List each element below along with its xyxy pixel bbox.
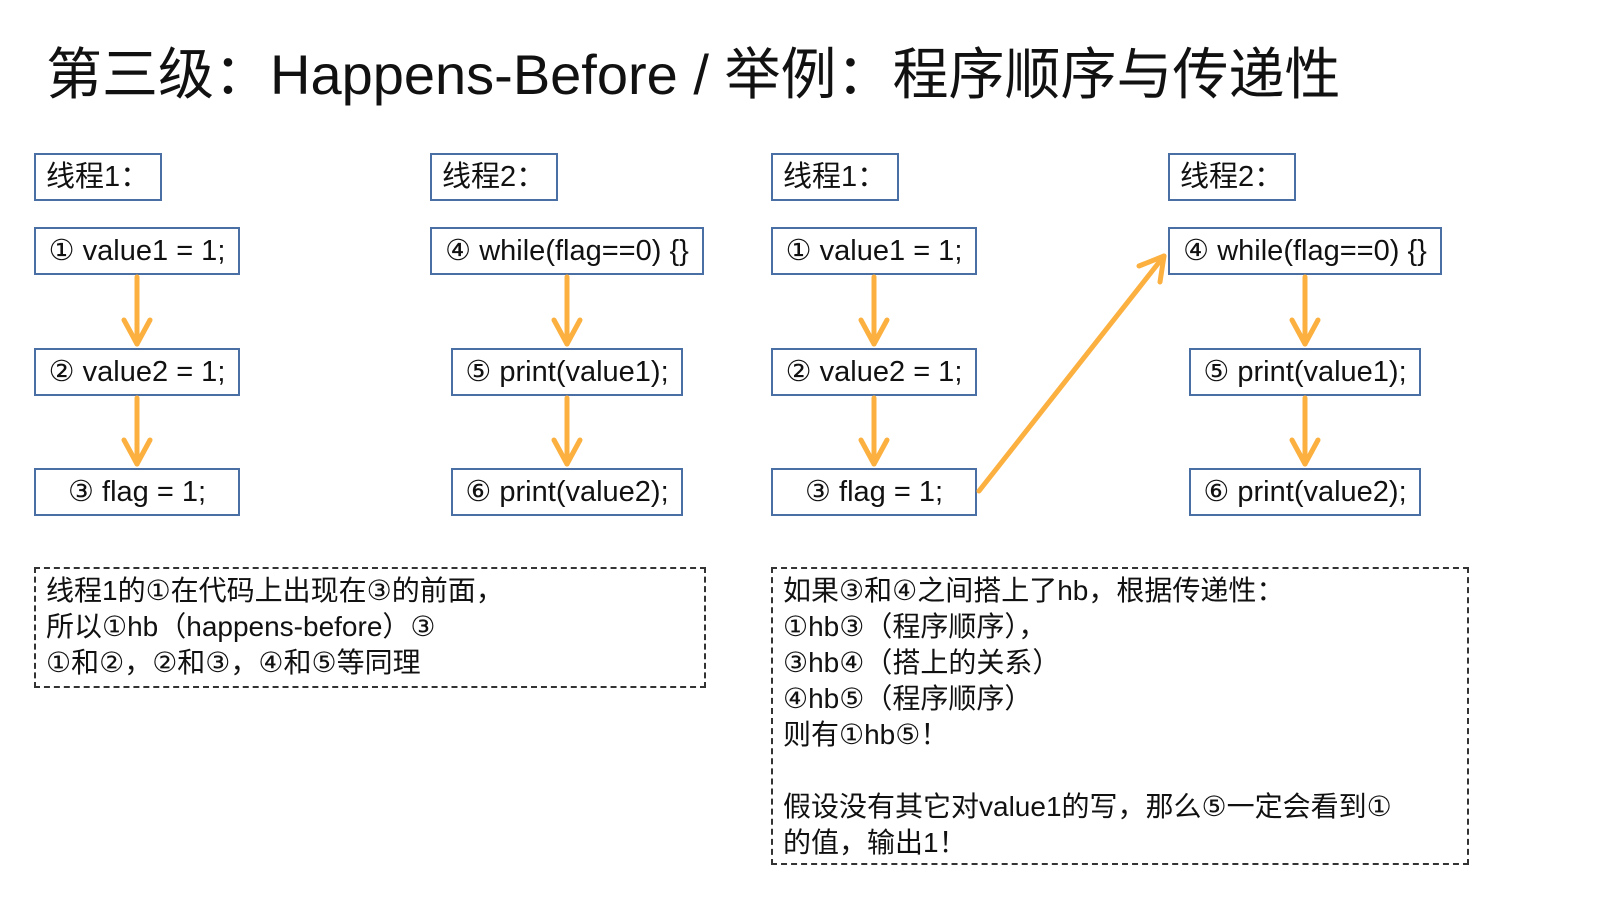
arrow-left-5-to-6 (551, 395, 583, 467)
arrow-right-4-to-5 (1289, 274, 1321, 347)
right-explanation-note: 如果③和④之间搭上了hb，根据传递性： ①hb③（程序顺序）， ③hb④（搭上的… (771, 567, 1469, 865)
left-thread1-step-3: ③ flag = 1; (34, 468, 240, 516)
arrow-left-1-to-2 (121, 274, 153, 347)
note-line (783, 753, 1457, 789)
note-line: 假设没有其它对value1的写，那么⑤一定会看到① (783, 791, 1392, 822)
arrow-right-1-to-2 (858, 274, 890, 347)
right-thread2-step-4: ④ while(flag==0) {} (1168, 227, 1442, 275)
left-explanation-note: 线程1的①在代码上出现在③的前面， 所以①hb（happens-before）③… (34, 567, 706, 688)
note-line: ③hb④（搭上的关系） (783, 647, 1061, 678)
left-thread1-step-2: ② value2 = 1; (34, 348, 240, 396)
left-thread2-step-5: ⑤ print(value1); (451, 348, 683, 396)
right-thread1-step-2: ② value2 = 1; (771, 348, 977, 396)
note-line: 则有①hb⑤！ (783, 719, 949, 750)
note-line: 如果③和④之间搭上了hb，根据传递性： (783, 575, 1285, 606)
right-thread2-label: 线程2： (1168, 153, 1296, 201)
arrow-right-5-to-6 (1289, 395, 1321, 467)
note-line: 的值，输出1！ (783, 827, 967, 858)
arrow-left-2-to-3 (121, 395, 153, 467)
right-thread1-step-1: ① value1 = 1; (771, 227, 977, 275)
page-title: 第三级：Happens-Before / 举例：程序顺序与传递性 (46, 43, 1341, 106)
right-thread1-label: 线程1： (771, 153, 899, 201)
right-thread2-step-5: ⑤ print(value1); (1189, 348, 1421, 396)
left-thread2-step-4: ④ while(flag==0) {} (430, 227, 704, 275)
right-thread1-step-3: ③ flag = 1; (771, 468, 977, 516)
right-thread2-step-6: ⑥ print(value2); (1189, 468, 1421, 516)
note-line: ①hb③（程序顺序）， (783, 611, 1047, 642)
left-thread2-label: 线程2： (430, 153, 558, 201)
note-line: 线程1的①在代码上出现在③的前面， (46, 575, 504, 606)
note-line: ①和②，②和③，④和⑤等同理 (46, 647, 421, 678)
arrow-cross-3-to-4 (976, 253, 1167, 494)
left-thread2-step-6: ⑥ print(value2); (451, 468, 683, 516)
arrow-right-2-to-3 (858, 395, 890, 467)
note-line: 所以①hb（happens-before）③ (46, 611, 436, 642)
arrow-left-4-to-5 (551, 274, 583, 347)
left-thread1-step-1: ① value1 = 1; (34, 227, 240, 275)
note-line: ④hb⑤（程序顺序） (783, 683, 1033, 714)
left-thread1-label: 线程1： (34, 153, 162, 201)
